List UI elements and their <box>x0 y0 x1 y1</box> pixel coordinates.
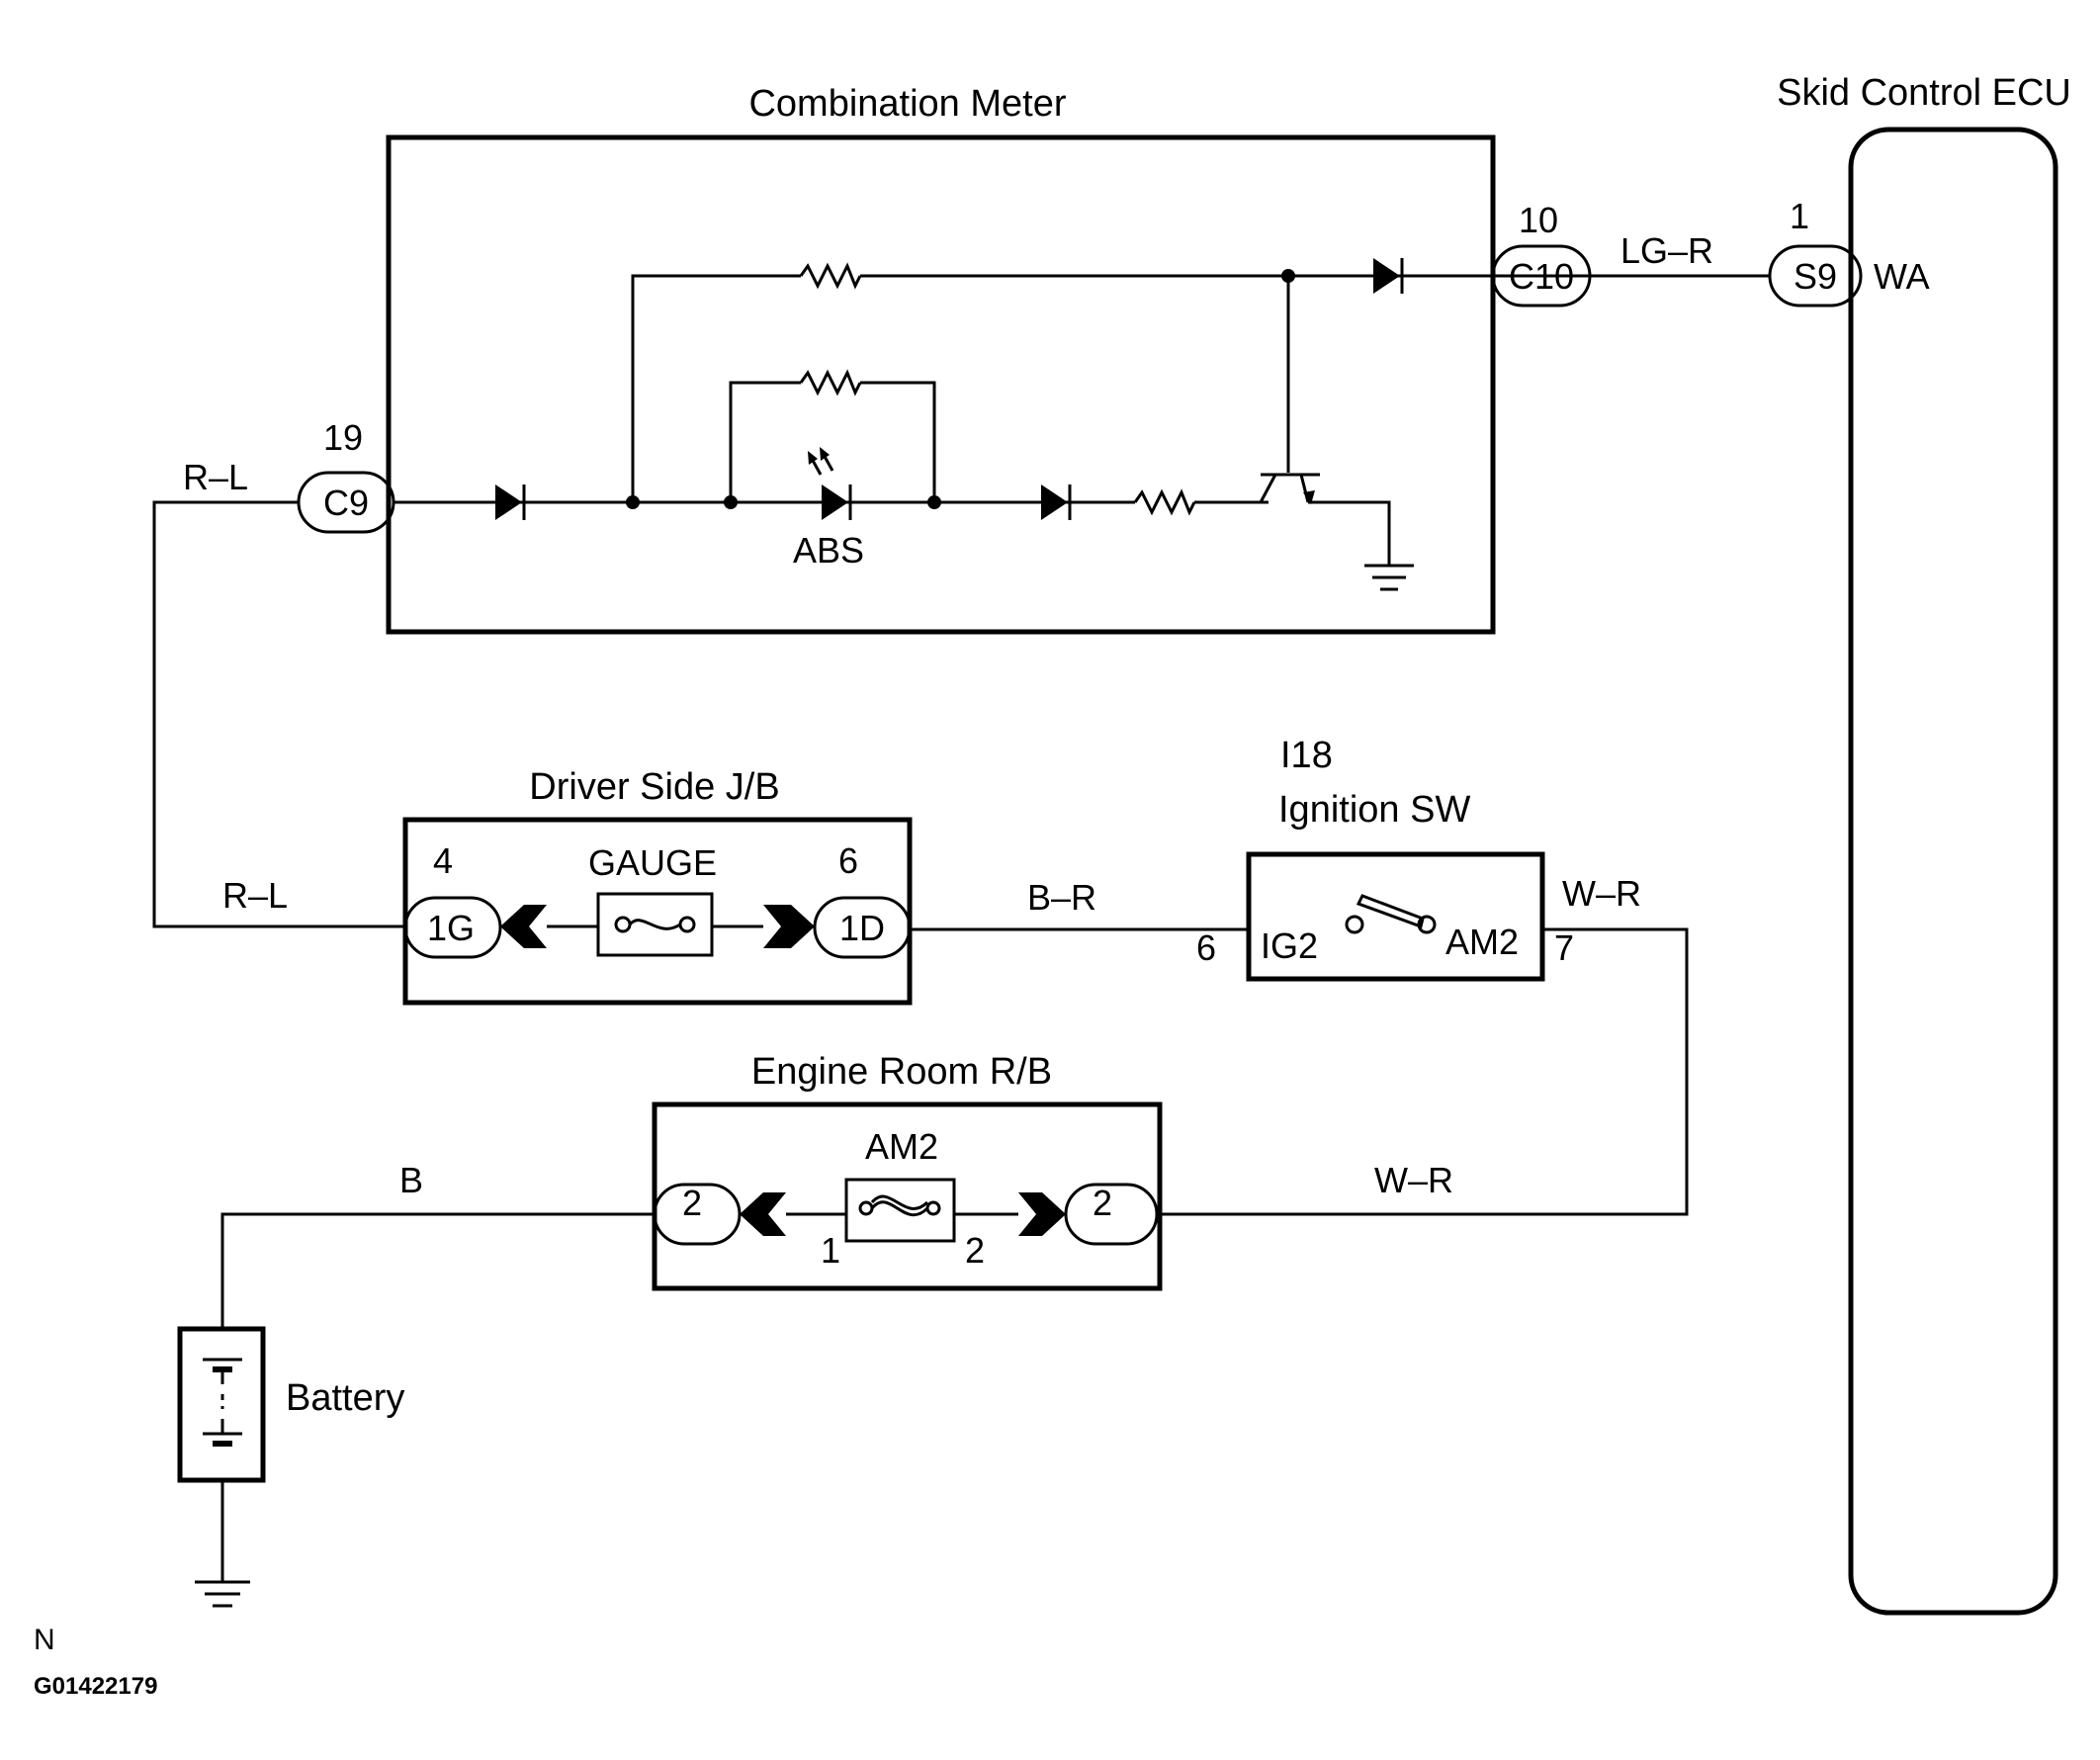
abs-label: ABS <box>793 530 864 571</box>
diode-series <box>1041 484 1072 520</box>
skid-control-ecu-title: Skid Control ECU <box>1777 72 2071 114</box>
connector-c9: C9 <box>297 471 395 534</box>
driver-side-jb-title: Driver Side J/B <box>529 766 779 808</box>
wire-w-r <box>1160 927 1689 1216</box>
connector-c10-pin: 10 <box>1519 200 1558 240</box>
connector-c9-pin: 19 <box>323 417 363 458</box>
wire-b <box>220 1212 655 1329</box>
wire-label-w-r-bottom: W–R <box>1374 1160 1453 1200</box>
wire-label-r-l-mid: R–L <box>222 875 288 916</box>
connector-1d: 1D <box>813 896 912 959</box>
engine-room-rb-title: Engine Room R/B <box>751 1051 1052 1093</box>
connector-rb-right: 2 <box>1064 1183 1159 1246</box>
wire-label-b: B <box>399 1160 423 1200</box>
ignition-terminal-ig2: IG2 <box>1261 925 1318 966</box>
wire-r-l <box>152 500 405 928</box>
am2-fuse-label: AM2 <box>865 1126 938 1167</box>
wire-label-b-r: B–R <box>1027 877 1096 918</box>
battery-icon <box>177 1326 266 1483</box>
connector-1g-pin: 4 <box>433 840 453 881</box>
svg-text:1D: 1D <box>839 908 885 948</box>
junction-dot <box>724 495 738 509</box>
ignition-pin-6: 6 <box>1196 927 1216 968</box>
connector-arrow-right-icon <box>1018 1192 1066 1236</box>
resistor-top <box>799 262 862 290</box>
ecu-terminal-wa: WA <box>1874 256 1930 297</box>
footer-letter: N <box>34 1624 55 1656</box>
ignition-switch-contacts <box>1345 894 1437 934</box>
battery-ground-icon <box>195 1580 250 1608</box>
connector-s9-pin: 1 <box>1790 196 1809 236</box>
connector-c10: C10 <box>1491 244 1592 308</box>
svg-text:1G: 1G <box>427 908 475 948</box>
wire-label-r-l-top: R–L <box>183 457 248 497</box>
connector-1d-pin: 6 <box>838 840 858 881</box>
junction-dot <box>1281 269 1295 283</box>
meter-ground-icon <box>1364 564 1414 591</box>
driver-side-jb-box <box>402 817 913 1006</box>
wire-label-w-r-top: W–R <box>1562 873 1641 914</box>
junction-dot <box>626 495 640 509</box>
resistor-base <box>1133 488 1196 516</box>
combination-meter-box <box>386 134 1496 635</box>
combination-meter-title: Combination Meter <box>748 83 1066 125</box>
gauge-fuse-icon <box>596 892 714 957</box>
svg-text:C9: C9 <box>323 483 369 523</box>
svg-text:2: 2 <box>682 1183 702 1223</box>
ignition-switch-box <box>1246 851 1545 982</box>
am2-fusible-link-icon <box>844 1178 956 1243</box>
ignition-switch-title: Ignition SW <box>1278 789 1470 831</box>
svg-text:S9: S9 <box>1794 256 1837 297</box>
figure-code: G01422179 <box>34 1673 157 1700</box>
gauge-fuse-label: GAUGE <box>588 842 717 883</box>
transistor <box>1259 473 1320 504</box>
svg-text:C10: C10 <box>1509 256 1574 297</box>
connector-s9: S9 <box>1768 244 1863 308</box>
battery-label: Battery <box>286 1377 404 1419</box>
diode-input <box>495 484 526 520</box>
am2-fuse-pin-1: 1 <box>821 1230 840 1271</box>
ignition-terminal-am2: AM2 <box>1445 922 1519 962</box>
ignition-pin-7: 7 <box>1554 927 1574 968</box>
abs-warning-led <box>808 447 852 520</box>
connector-arrow-left-icon <box>500 905 547 948</box>
connector-arrow-right-icon <box>763 905 815 948</box>
connector-1g: 1G <box>403 896 502 959</box>
ignition-switch-code: I18 <box>1280 735 1333 776</box>
svg-text:2: 2 <box>1093 1183 1112 1223</box>
am2-fuse-pin-2: 2 <box>965 1230 985 1271</box>
resistor-bypass <box>799 369 862 396</box>
engine-room-rb-box <box>652 1101 1163 1291</box>
wire-label-lg-r: LG–R <box>1620 230 1713 271</box>
connector-arrow-left-icon <box>740 1192 786 1236</box>
skid-control-ecu-box <box>1848 127 2058 1616</box>
junction-dot <box>927 495 941 509</box>
connector-rb-left: 2 <box>653 1183 742 1246</box>
diode-output <box>1373 258 1404 294</box>
